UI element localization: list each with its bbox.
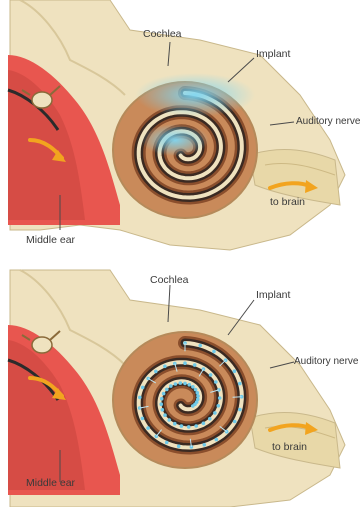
electrode-contact [162, 392, 166, 396]
electrode-contact [194, 388, 198, 392]
electrode-contact [213, 411, 217, 415]
electrode-contact [208, 417, 212, 421]
electrode-contact [238, 382, 242, 386]
electrode-contact [217, 404, 221, 408]
electrode-contact [238, 408, 242, 412]
panel-bottom: Cochlea Implant Auditory nerve to brain … [8, 270, 359, 507]
electrode-contact [198, 344, 202, 348]
label-auditory-nerve: Auditory nerve [294, 356, 359, 367]
electrode-contact [159, 402, 163, 406]
label-middle-ear: Middle ear [26, 234, 76, 246]
electrode-contact [191, 404, 195, 408]
electrode-contact [233, 369, 237, 373]
electrode-contact [167, 418, 171, 422]
electrode-contact [146, 426, 150, 430]
electrode-contact [173, 422, 177, 426]
electrode-contact [215, 438, 219, 442]
implant-glow-upper [135, 73, 255, 117]
electrode-contact [154, 370, 158, 374]
electrode-contact [183, 361, 187, 365]
electrode-contact [161, 408, 165, 412]
electrode-contact [214, 380, 218, 384]
label-to-brain: to brain [272, 441, 307, 453]
label-implant: Implant [256, 289, 291, 301]
electrode-contact [218, 396, 222, 400]
electrode-contact [203, 443, 207, 447]
electrode-contact [174, 382, 178, 386]
electrode-contact [233, 420, 237, 424]
electrode-contact [188, 383, 192, 387]
electrode-contact [163, 413, 167, 417]
electrode-contact [180, 424, 184, 428]
electrode-contact [177, 444, 181, 448]
label-to-brain: to brain [270, 196, 305, 208]
electrode-contact [163, 365, 167, 369]
electrode-contact [141, 417, 145, 421]
electrode-contact [165, 388, 169, 392]
electrode-contact [191, 385, 195, 389]
electrode-contact [209, 373, 213, 377]
electrode-contact [165, 441, 169, 445]
electrode-contact [169, 384, 173, 388]
label-middle-ear: Middle ear [26, 477, 76, 489]
electrode-contact [138, 396, 142, 400]
electrode-contact [193, 363, 197, 367]
electrode-contact [196, 391, 200, 395]
panel-top: Cochlea Implant Auditory nerve to brain … [8, 0, 361, 250]
cochlea-spiral [113, 332, 257, 468]
electrode-tick [233, 397, 242, 398]
label-implant: Implant [256, 48, 291, 60]
electrode-contact [202, 422, 206, 426]
electrode-contact [196, 394, 200, 398]
label-auditory-nerve: Auditory nerve [296, 116, 361, 127]
electrode-contact [194, 424, 198, 428]
electrode-contact [187, 425, 191, 429]
electrode-contact [183, 382, 187, 386]
electrode-contact [212, 350, 216, 354]
electrode-contact [160, 397, 164, 401]
label-cochlea: Cochlea [150, 274, 189, 286]
electrode-contact [141, 386, 145, 390]
label-cochlea: Cochlea [143, 28, 182, 40]
implant-glow-lower [141, 124, 209, 156]
electrode-contact [179, 381, 183, 385]
